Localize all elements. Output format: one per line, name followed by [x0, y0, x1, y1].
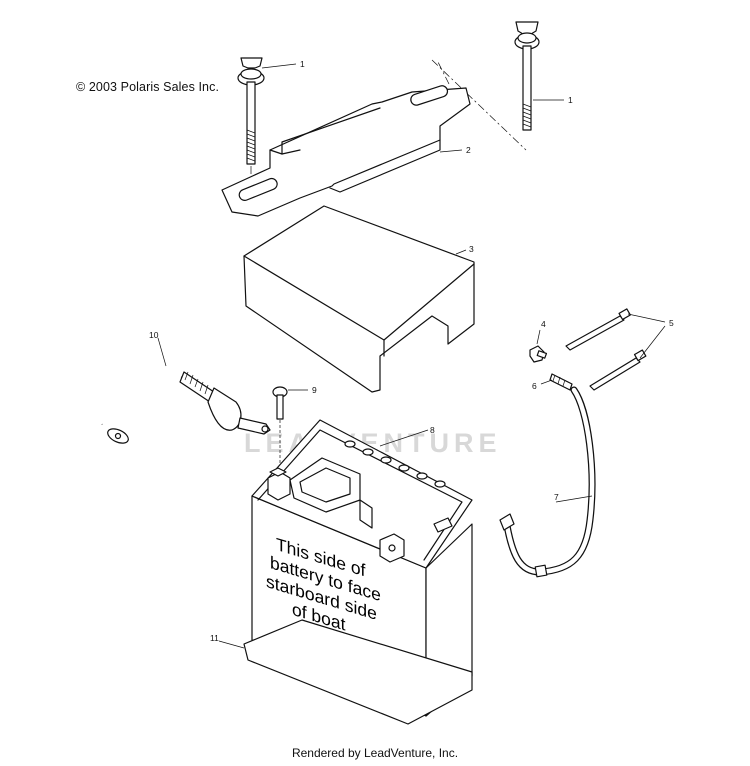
vent-fitting[interactable]	[529, 345, 548, 363]
callout-9: 9	[312, 385, 317, 395]
callout-1a: 1	[300, 59, 305, 69]
tie-strap-upper[interactable]	[565, 308, 631, 351]
callout-11: 11	[210, 633, 219, 643]
battery-mat[interactable]	[243, 619, 473, 725]
leader-7	[555, 495, 593, 503]
callout-1b: 1	[568, 95, 573, 105]
callout-8: 8	[430, 425, 435, 435]
callout-7: 7	[554, 492, 559, 502]
terminal-bolt[interactable]	[272, 386, 288, 420]
projection-line-a	[431, 59, 527, 151]
battery-cover[interactable]	[243, 205, 475, 393]
vent-hose[interactable]	[499, 386, 596, 578]
wing-bolt-right[interactable]	[514, 21, 540, 131]
copyright-notice: © 2003 Polaris Sales Inc.	[76, 80, 220, 94]
leader-6	[540, 379, 553, 385]
leader-5b	[639, 325, 666, 359]
leader-4	[536, 329, 541, 345]
callout-5: 5	[669, 318, 674, 328]
leader-3	[455, 249, 467, 255]
callout-3: 3	[469, 244, 474, 254]
callout-2: 2	[466, 145, 471, 155]
leader-5a	[627, 313, 666, 323]
hose-fitting[interactable]	[549, 373, 573, 391]
callout-10: 10	[149, 330, 159, 340]
leader-11	[218, 640, 245, 649]
vent-caps	[344, 440, 446, 488]
tie-strap-lower[interactable]	[589, 349, 647, 391]
leader-10	[157, 337, 167, 367]
negative-cable[interactable]	[95, 363, 271, 446]
projection-line-b	[437, 61, 450, 85]
battery-side-label: This side of battery to face starboard s…	[266, 534, 381, 634]
leader-1a	[261, 63, 297, 69]
battery[interactable]: This side of battery to face starboard s…	[251, 419, 473, 717]
wing-bolt-left[interactable]	[237, 57, 265, 165]
leader-8	[379, 429, 429, 447]
leader-2	[439, 149, 463, 153]
callout-4: 4	[541, 319, 546, 329]
footer-credit: Rendered by LeadVenture, Inc.	[291, 746, 459, 760]
hold-down-bracket[interactable]	[221, 84, 471, 217]
callout-6: 6	[532, 381, 537, 391]
